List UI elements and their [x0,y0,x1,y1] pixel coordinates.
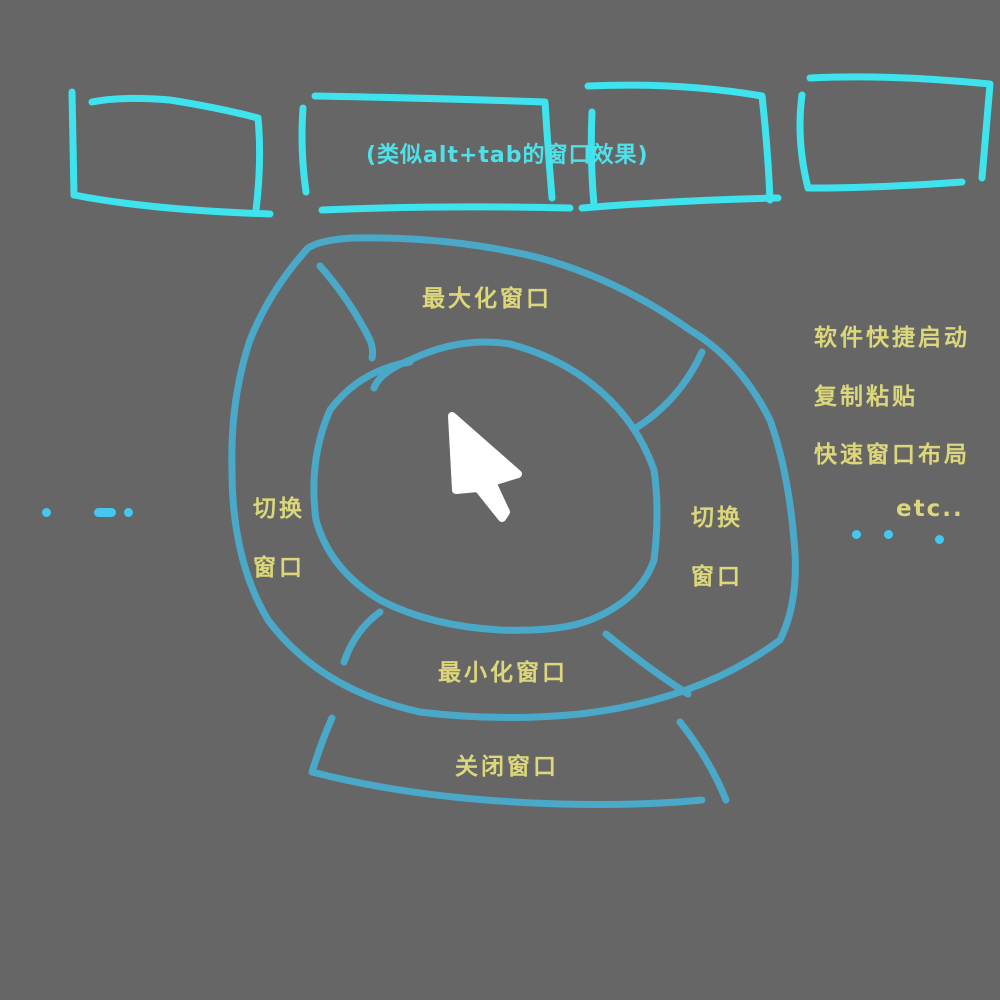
switch-window-left-line2: 窗口 [253,555,305,581]
alt-tab-caption: (类似alt+tab的窗口效果) [366,143,649,168]
side-list-item-app-launch: 软件快捷启动 [814,325,970,351]
switch-window-left-line1: 切换 [253,496,305,522]
pie-menu-outer-ring [228,234,799,722]
close-window-tab-outline [308,714,730,808]
minimize-window-option[interactable]: 最小化窗口 [438,660,568,686]
window-thumbnail-2 [298,92,574,214]
ellipsis-dot-right-2 [884,530,893,539]
window-thumbnail-3 [578,81,782,212]
pie-divider-top-right [632,348,706,432]
ellipsis-dot-left-3 [124,508,133,517]
ellipsis-dot-right-1 [852,530,861,539]
side-list-item-window-layout: 快速窗口布局 [814,442,970,468]
close-window-option[interactable]: 关闭窗口 [455,754,559,780]
pie-divider-top-left [316,262,377,362]
pie-menu-inner-ring [310,338,661,634]
pie-divider-bottom-right [602,630,692,698]
side-list-etc: etc.. [896,496,964,522]
ellipsis-dot-right-3 [935,535,944,544]
window-thumbnail-1 [68,88,274,218]
maximize-window-option[interactable]: 最大化窗口 [422,286,552,312]
side-list-item-copy-paste: 复制粘贴 [814,384,918,410]
ellipsis-dot-left-2 [94,508,116,517]
mouse-pointer-icon [448,412,522,522]
switch-window-right-line2: 窗口 [691,564,743,590]
pie-divider-bottom-left [340,608,384,666]
window-thumbnail-4 [796,73,994,192]
switch-window-right-line1: 切换 [691,505,743,531]
ellipsis-dot-left-1 [42,508,51,517]
